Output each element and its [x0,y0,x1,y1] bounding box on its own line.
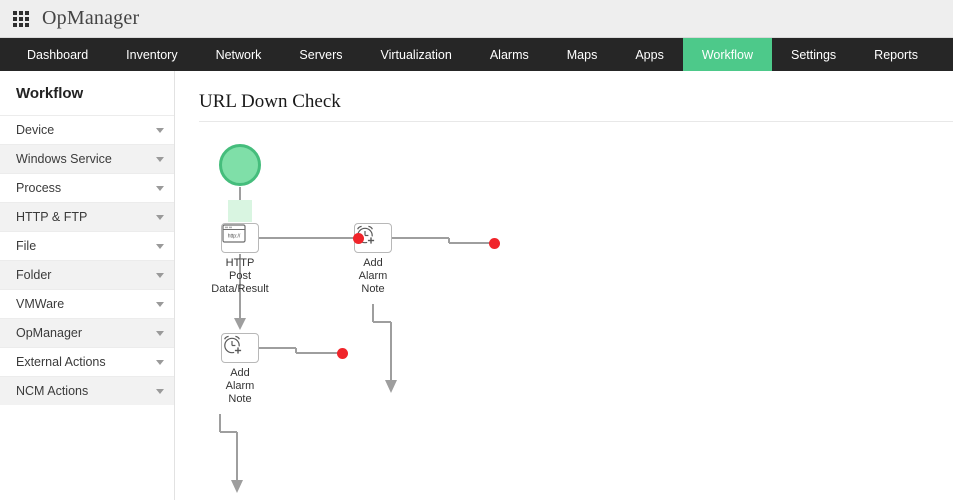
sidebar-item-label: File [16,239,37,253]
workflow-node-http-post[interactable]: http:// [221,223,259,253]
grid-apps-icon[interactable] [13,10,29,27]
chevron-down-icon [156,156,164,162]
nav-item-servers[interactable]: Servers [299,47,343,62]
workflow-node-add-alarm-note-2[interactable] [221,333,259,363]
chevron-down-icon [156,330,164,336]
alarm-clock-plus-icon [224,335,243,355]
nav-item-workflow[interactable]: Workflow [682,38,772,71]
sidebar-item-label: OpManager [16,326,83,340]
workflow-connectors [219,187,491,493]
sidebar-item-process[interactable]: Process [0,173,174,202]
nav-item-alarms[interactable]: Alarms [489,47,529,62]
nav-item-reports[interactable]: Reports [874,47,918,62]
sidebar-item-folder[interactable]: Folder [0,260,174,289]
label-line-2: Post [228,270,251,282]
chevron-down-icon [156,359,164,365]
connector-endpoint-1[interactable] [353,233,364,244]
sidebar-item-label: Folder [16,268,52,282]
title-divider [199,121,953,122]
sidebar-item-label: Process [16,181,62,195]
sidebar-item-label: HTTP & FTP [16,210,88,224]
label-line-1: Add [363,257,383,269]
sidebar-item-label: Windows Service [16,152,112,166]
top-bar: OpManager [0,0,953,38]
label-line-1: Add [230,367,250,379]
workflow-canvas[interactable]: http:// HTTP Post Data/Result Add Alarm [176,122,953,500]
label-line-2: Alarm [358,270,388,282]
connector-endpoint-2[interactable] [489,238,500,249]
chevron-down-icon [156,214,164,220]
workflow-node-label-http-post: HTTP Post Data/Result [185,257,295,296]
sidebar-item-file[interactable]: File [0,231,174,260]
label-line-3: Data/Result [211,283,269,295]
sidebar-item-label: Device [16,123,55,137]
sidebar-item-external-actions[interactable]: External Actions [0,347,174,376]
nav-item-network[interactable]: Network [215,47,262,62]
sidebar-title: Workflow [16,84,84,102]
chevron-down-icon [156,388,164,394]
nav-item-dashboard[interactable]: Dashboard [27,47,89,62]
nav-item-settings[interactable]: Settings [791,47,837,62]
main-navigation: Dashboard Inventory Network Servers Virt… [0,38,953,71]
sidebar-item-opmanager[interactable]: OpManager [0,318,174,347]
app-brand-title: OpManager [42,7,140,29]
sidebar: Workflow Device Windows Service Process … [0,71,175,500]
nav-item-virtualization[interactable]: Virtualization [380,47,452,62]
svg-text:http://: http:// [228,234,241,240]
sidebar-item-label: External Actions [16,355,106,369]
chevron-down-icon [156,243,164,249]
label-line-2: Alarm [225,380,255,392]
nav-item-maps[interactable]: Maps [566,47,598,62]
sidebar-item-http-ftp[interactable]: HTTP & FTP [0,202,174,231]
main-content: URL Down Check [176,71,953,500]
nav-item-inventory[interactable]: Inventory [126,47,178,62]
page-title: URL Down Check [199,91,341,112]
chevron-down-icon [156,272,164,278]
sidebar-item-label: NCM Actions [16,384,89,398]
label-line-3: Note [361,283,385,295]
label-line-1: HTTP [225,257,255,269]
sidebar-item-windows-service[interactable]: Windows Service [0,144,174,173]
start-node[interactable] [219,144,261,186]
connector-endpoint-3[interactable] [337,348,348,359]
nav-item-apps[interactable]: Apps [635,47,664,62]
browser-window-icon: http:// [222,224,246,243]
sidebar-item-label: VMWare [16,297,65,311]
chevron-down-icon [156,127,164,133]
drop-zone-highlight[interactable] [228,200,252,222]
chevron-down-icon [156,301,164,307]
chevron-down-icon [156,185,164,191]
sidebar-item-vmware[interactable]: VMWare [0,289,174,318]
workflow-node-label-add-alarm-note-1: Add Alarm Note [318,257,428,296]
label-line-3: Note [228,393,252,405]
sidebar-item-ncm-actions[interactable]: NCM Actions [0,376,174,405]
workflow-node-label-add-alarm-note-2: Add Alarm Note [185,367,295,406]
sidebar-item-device[interactable]: Device [0,115,174,144]
